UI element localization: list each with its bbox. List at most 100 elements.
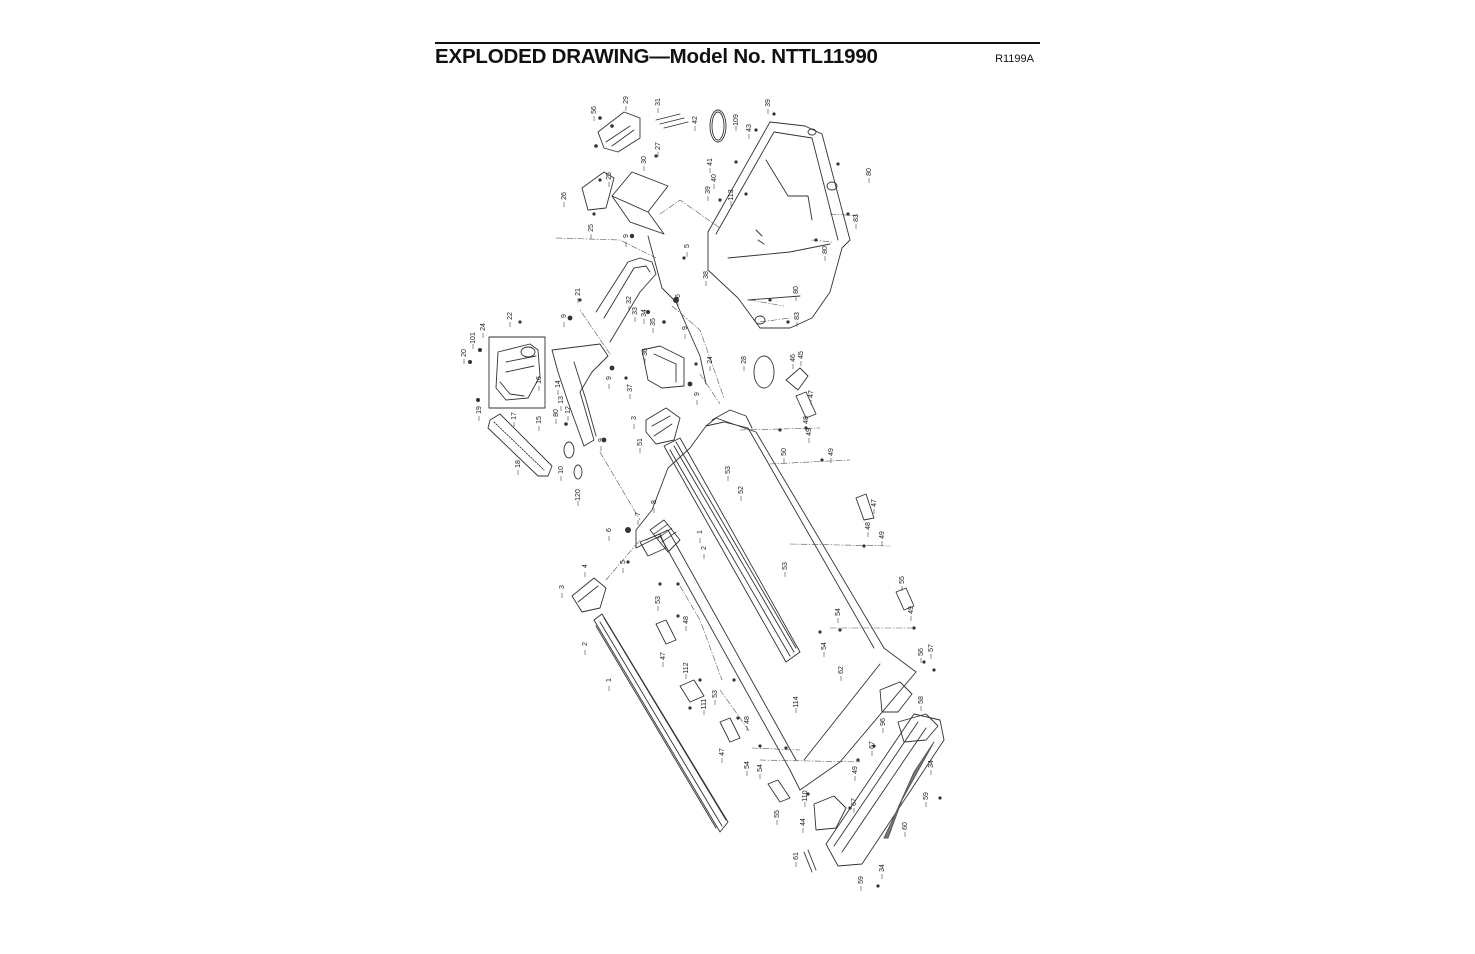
part-callout: 35 bbox=[650, 318, 657, 326]
lower-bracket bbox=[571, 577, 607, 613]
part-callout: 83 bbox=[853, 214, 860, 222]
part-callout: 16 bbox=[536, 376, 543, 384]
part-callout: 55 bbox=[774, 810, 781, 818]
part-callout: 67 bbox=[851, 798, 858, 806]
part-callout: 48 bbox=[803, 416, 810, 424]
front-pulley-ring bbox=[573, 464, 583, 480]
pad-47-d bbox=[719, 717, 741, 743]
part-callout: 96 bbox=[880, 718, 887, 726]
part-callout: 54 bbox=[835, 608, 842, 616]
part-callout: 8 bbox=[651, 500, 658, 504]
part-callout: 52 bbox=[738, 486, 745, 494]
part-callout: 9 bbox=[694, 392, 701, 396]
part-callout: 53 bbox=[782, 562, 789, 570]
part-callout: 59 bbox=[858, 876, 865, 884]
part-callout: 2 bbox=[701, 546, 708, 550]
bracket-46 bbox=[785, 367, 809, 391]
pad-55-b bbox=[767, 779, 791, 803]
part-callout: 37 bbox=[627, 384, 634, 392]
part-callout: 83 bbox=[794, 312, 801, 320]
part-callout: 67 bbox=[869, 741, 876, 749]
header-rule bbox=[435, 42, 1040, 44]
part-callout: 54 bbox=[757, 764, 764, 772]
part-callout: 29 bbox=[623, 96, 630, 104]
part-callout: 80 bbox=[866, 168, 873, 176]
part-callout: 9 bbox=[606, 376, 613, 380]
part-callout: 9 bbox=[598, 438, 605, 442]
part-callout: 56 bbox=[591, 106, 598, 114]
part-callout: 9 bbox=[561, 314, 568, 318]
part-callout: 80 bbox=[553, 409, 560, 417]
part-callout: 15 bbox=[536, 416, 543, 424]
part-callout: 49 bbox=[908, 606, 915, 614]
part-callout: 36 bbox=[642, 348, 649, 356]
part-callout: 25 bbox=[606, 172, 613, 180]
ground-wire bbox=[753, 355, 775, 389]
part-callout: 1 bbox=[606, 678, 613, 682]
page-title: EXPLODED DRAWING—Model No. NTTL11990 bbox=[435, 45, 878, 68]
part-callout: 49 bbox=[806, 428, 813, 436]
part-callout: 34 bbox=[879, 864, 886, 872]
part-callout: 62 bbox=[838, 666, 845, 674]
part-callout: 58 bbox=[918, 696, 925, 704]
part-callout: 34 bbox=[641, 309, 648, 317]
part-callout: 44 bbox=[800, 818, 807, 826]
part-callout: 5 bbox=[684, 244, 691, 248]
part-callout: 47 bbox=[808, 390, 815, 398]
controller-bracket bbox=[581, 111, 689, 235]
part-callout: 25 bbox=[588, 224, 595, 232]
part-callout: 45 bbox=[798, 351, 805, 359]
part-callout: 54 bbox=[744, 761, 751, 769]
part-callout: 6 bbox=[675, 294, 682, 298]
part-callout: 114 bbox=[793, 696, 800, 707]
part-callout: 49 bbox=[852, 766, 859, 774]
part-callout: 110 bbox=[802, 790, 809, 801]
part-callout: 53 bbox=[725, 466, 732, 474]
part-callout: 47 bbox=[719, 748, 726, 756]
alignment-lines bbox=[555, 199, 913, 763]
part-callout: 3 bbox=[559, 585, 566, 589]
part-callout: 20 bbox=[461, 349, 468, 357]
part-callout: 48 bbox=[865, 522, 872, 530]
part-callout: 53 bbox=[655, 596, 662, 604]
part-callout: 18 bbox=[515, 460, 522, 468]
part-callout: 60 bbox=[902, 822, 909, 830]
walking-deck bbox=[635, 409, 917, 791]
part-callout: 6 bbox=[606, 528, 613, 532]
part-callout: 61 bbox=[793, 852, 800, 860]
part-callout: 4 bbox=[582, 564, 589, 568]
part-callout: 2 bbox=[582, 642, 589, 646]
left-side-rail bbox=[593, 613, 729, 833]
part-callout: 39 bbox=[705, 186, 712, 194]
front-pulley-washer bbox=[563, 441, 575, 459]
part-callout: 59 bbox=[923, 792, 930, 800]
part-callout: 48 bbox=[683, 616, 690, 624]
part-callout: 113 bbox=[728, 189, 735, 200]
part-callout: 30 bbox=[641, 156, 648, 164]
pad-47-a bbox=[795, 391, 817, 419]
part-callout: 112 bbox=[683, 662, 690, 673]
part-callout: 42 bbox=[692, 116, 699, 124]
part-callout: 57 bbox=[928, 644, 935, 652]
part-callout: 80 bbox=[793, 286, 800, 294]
drawing-code: R1199A bbox=[995, 53, 1034, 65]
upright-frame bbox=[551, 235, 707, 447]
part-callout: 47 bbox=[660, 652, 667, 660]
part-callout: 27 bbox=[655, 142, 662, 150]
hardware bbox=[468, 112, 942, 888]
part-callout: 9 bbox=[623, 234, 630, 238]
part-callout: 41 bbox=[707, 158, 714, 166]
front-roller bbox=[639, 519, 681, 557]
part-callout: 43 bbox=[746, 124, 753, 132]
part-callout: 5 bbox=[620, 560, 627, 564]
pad-55 bbox=[895, 587, 915, 611]
part-callout: 17 bbox=[511, 412, 518, 420]
motor-inset bbox=[488, 336, 546, 409]
part-callout: 24 bbox=[707, 356, 714, 364]
part-callout: 46 bbox=[790, 354, 797, 362]
front-bracket bbox=[645, 407, 681, 445]
part-callout: 47 bbox=[871, 499, 878, 507]
motor-hood bbox=[707, 121, 851, 329]
part-callout: 55 bbox=[899, 576, 906, 584]
